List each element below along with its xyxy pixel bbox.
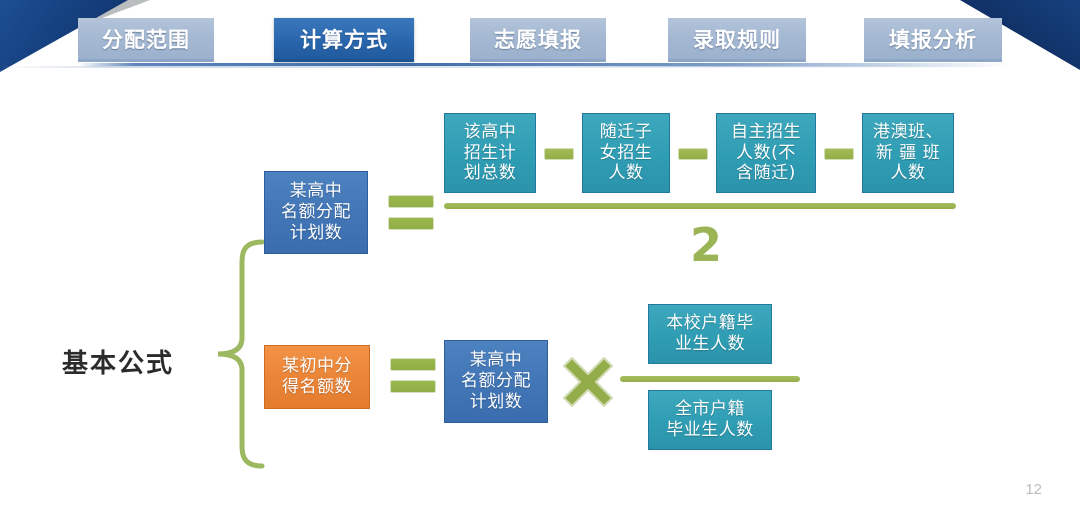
box-line: 招生计 (463, 142, 517, 163)
equals-sign-1 (388, 195, 434, 230)
minus-sign-1 (544, 148, 574, 160)
equals-bar (390, 380, 436, 393)
box-line: 某高中 (289, 181, 343, 202)
tab-zhiyuantianbao[interactable]: 志愿填报 (470, 18, 606, 62)
box-line: 本校户籍毕 (666, 313, 754, 334)
box-result-gaozhong-mingedistribution[interactable]: 某高中 名额分配 计划数 (264, 171, 368, 254)
box-line: 含随迁) (736, 163, 796, 184)
box-junior-school-allocated-quota[interactable]: 某初中分 得名额数 (264, 345, 370, 409)
box-line: 港澳班、 (873, 121, 943, 142)
box-line: 名额分配 (461, 371, 531, 392)
tab-luqüguize[interactable]: 录取规则 (668, 18, 806, 62)
box-line: 该高中 (463, 121, 517, 142)
box-total-enrollment-plan[interactable]: 该高中 招生计 划总数 (444, 113, 536, 193)
box-line: 新 疆 班 (875, 142, 941, 163)
fraction-bar-2 (620, 376, 800, 382)
multiply-sign-icon (560, 354, 616, 415)
box-school-registered-graduates[interactable]: 本校户籍毕 业生人数 (648, 304, 772, 364)
fraction-bar-1 (444, 203, 956, 209)
equals-sign-2 (390, 358, 436, 393)
box-line: 全市户籍 (675, 399, 745, 420)
box-factor-gaozhong-mingedistribution[interactable]: 某高中 名额分配 计划数 (444, 340, 548, 423)
page-title: 基本公式 (62, 349, 175, 379)
minus-sign-2 (678, 148, 708, 160)
tab-underline-glow (0, 66, 1080, 68)
tab-fenpeifanwei[interactable]: 分配范围 (78, 18, 214, 62)
tab-underline (78, 63, 1008, 67)
box-line: 随迁子 (599, 121, 653, 142)
formula-diagram: 基本公式 某高中 名额分配 计划数 该高中 招生计 划总数 随迁子 (0, 70, 1080, 516)
box-line: 女招生 (599, 142, 653, 163)
equals-bar (388, 217, 434, 230)
box-line: 名额分配 (281, 202, 351, 223)
equals-bar (388, 195, 434, 208)
box-independent-enrollment[interactable]: 自主招生 人数(不 含随迁) (716, 113, 816, 193)
box-line: 人数 (608, 163, 644, 184)
box-city-registered-graduates[interactable]: 全市户籍 毕业生人数 (648, 390, 772, 450)
tab-bar: 分配范围 计算方式 志愿填报 录取规则 填报分析 (0, 18, 1080, 68)
tab-tianbaofenxi[interactable]: 填报分析 (864, 18, 1002, 62)
box-line: 某高中 (469, 350, 523, 371)
box-line: 人数 (890, 163, 926, 184)
box-line: 自主招生 (731, 121, 801, 142)
curly-brace-icon (212, 238, 268, 475)
box-hk-macau-xinjiang-class[interactable]: 港澳班、 新 疆 班 人数 (862, 113, 954, 193)
box-migrant-children-enrollment[interactable]: 随迁子 女招生 人数 (582, 113, 670, 193)
box-line: 毕业生人数 (666, 420, 754, 440)
box-line: 人数(不 (736, 142, 796, 163)
fraction-denominator-1: 2 (690, 218, 723, 272)
box-line: 某初中分 (282, 356, 352, 377)
equals-bar (390, 358, 436, 371)
box-line: 计划数 (469, 391, 523, 412)
tab-jisuanfangshi[interactable]: 计算方式 (274, 18, 414, 62)
page-number: 12 (1025, 481, 1042, 498)
minus-sign-3 (824, 148, 854, 160)
box-line: 业生人数 (675, 334, 745, 354)
box-line: 得名额数 (282, 377, 352, 397)
box-line: 计划数 (289, 222, 343, 243)
box-line: 划总数 (463, 163, 517, 184)
